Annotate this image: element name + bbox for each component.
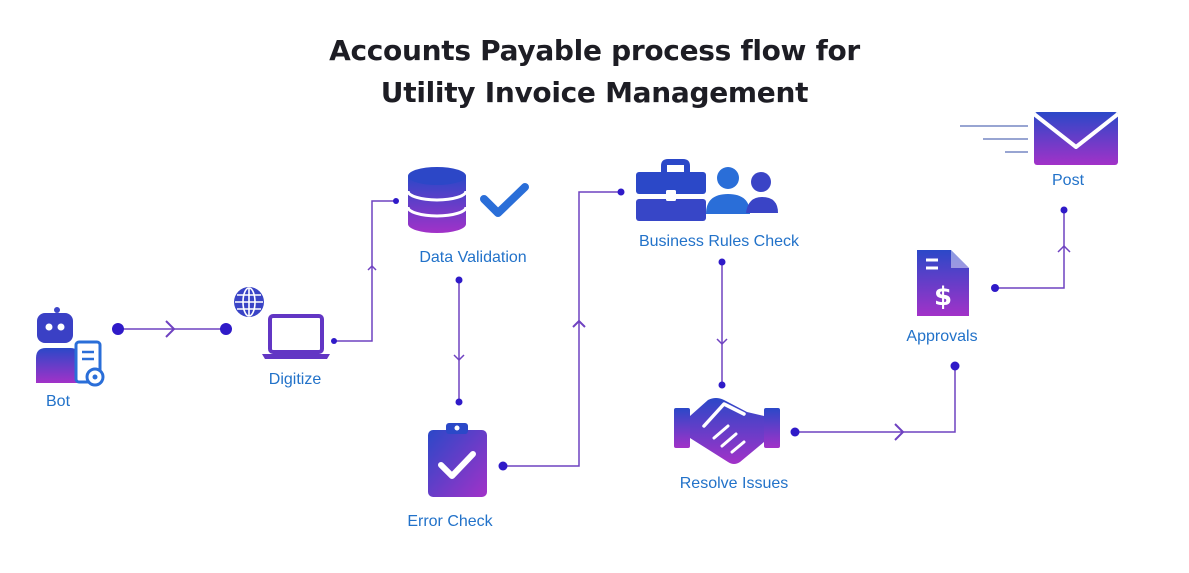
dot	[455, 276, 463, 284]
arrow-right-1	[165, 320, 176, 338]
label-post: Post	[1051, 172, 1085, 189]
label-resolve-issues: Resolve Issues	[679, 475, 789, 492]
bot-document-icon	[36, 307, 105, 387]
dot	[950, 361, 960, 371]
connector-dots	[112, 188, 1068, 471]
invoice-dollar-icon: $	[917, 250, 969, 316]
dot	[220, 323, 232, 335]
dot	[991, 284, 999, 292]
connector-error-rules	[503, 191, 621, 467]
arrow-up-2	[572, 319, 586, 328]
dot	[455, 398, 463, 406]
database-check-icon	[406, 167, 529, 233]
svg-text:$: $	[934, 282, 952, 312]
dot	[498, 461, 508, 471]
label-digitize: Digitize	[268, 371, 322, 388]
label-bot: Bot	[45, 393, 71, 410]
connectors	[118, 191, 1071, 467]
connector-resolve-approvals	[795, 366, 956, 433]
arrow-down-2	[716, 338, 728, 346]
arrow-down-1	[453, 354, 465, 362]
handshake-icon	[674, 398, 780, 464]
label-business-rules-check: Business Rules Check	[638, 233, 800, 250]
arrow-up-1	[367, 264, 377, 271]
label-data-validation: Data Validation	[419, 249, 527, 266]
clipboard-check-icon	[428, 423, 487, 497]
dot	[331, 338, 337, 344]
label-error-check: Error Check	[407, 513, 493, 530]
dot	[617, 188, 625, 196]
dot	[393, 198, 399, 204]
arrow-right-2	[894, 423, 905, 441]
title-line-1: Accounts Payable process flow for	[329, 34, 860, 67]
label-approvals: Approvals	[906, 328, 978, 345]
dot	[1060, 206, 1068, 214]
envelope-icon	[960, 112, 1120, 165]
dot	[718, 258, 726, 266]
laptop-globe-icon	[234, 287, 330, 359]
dot	[112, 323, 124, 335]
connector-digitize-validation	[334, 200, 396, 342]
dot	[790, 427, 800, 437]
title-line-2: Utility Invoice Management	[380, 76, 809, 109]
briefcase-users-icon	[636, 159, 778, 221]
dot	[718, 381, 726, 389]
connector-approvals-post	[995, 210, 1065, 289]
arrow-up-3	[1057, 244, 1071, 253]
diagram-title: Accounts Payable process flow for Utilit…	[0, 30, 1189, 114]
